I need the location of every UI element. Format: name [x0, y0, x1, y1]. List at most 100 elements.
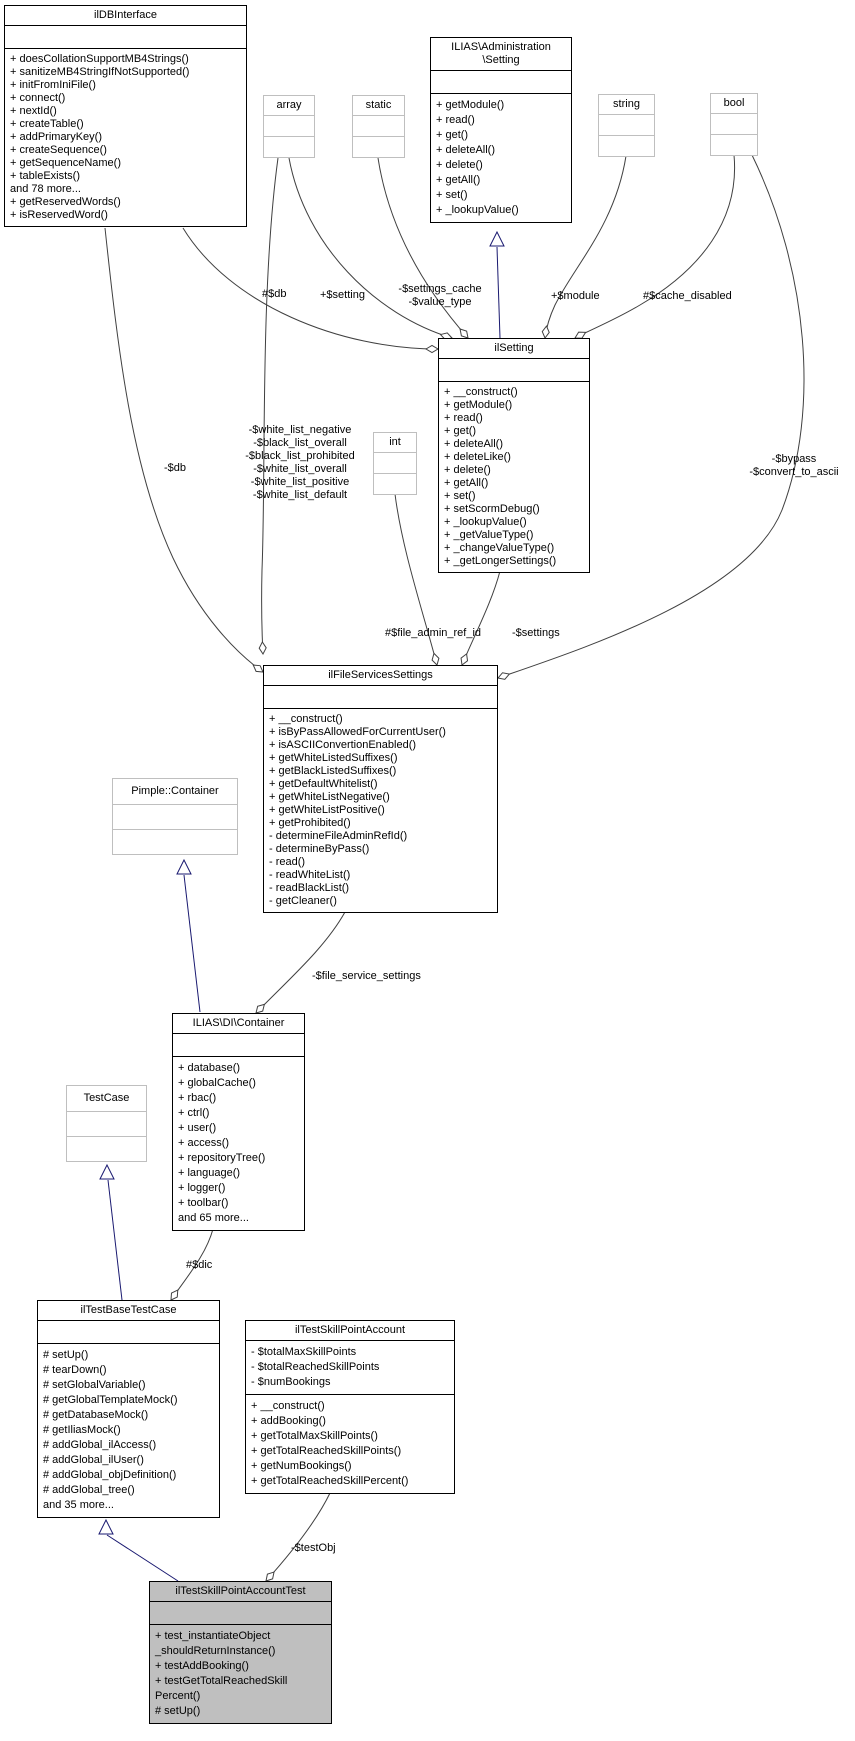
- class-title: Pimple::Container: [113, 779, 237, 805]
- attributes-compartment: [113, 805, 237, 830]
- member-line: + read(): [436, 114, 475, 126]
- member-line: + createSequence(): [10, 144, 107, 156]
- member-line: + ctrl(): [178, 1107, 210, 1119]
- member-line: - $totalReachedSkillPoints: [251, 1361, 380, 1373]
- member-line: and 78 more...: [10, 183, 81, 195]
- member-line: # addGlobal_ilUser(): [43, 1454, 144, 1466]
- attributes-compartment: - $totalMaxSkillPoints - $totalReachedSki…: [246, 1341, 454, 1395]
- edge-label-bypass: -$bypass -$convert_to_ascii: [736, 453, 852, 479]
- class-static: static: [352, 95, 405, 158]
- edge-label-line: -$white_list_positive: [250, 476, 350, 488]
- edge-label-settings: -$settings: [512, 627, 560, 639]
- member-line: - readWhiteList(): [269, 869, 351, 881]
- class-title: bool: [711, 94, 757, 114]
- member-line: - determineFileAdminRefId(): [269, 830, 408, 842]
- methods-compartment: + __construct()+ addBooking()+ getTotalM…: [246, 1395, 454, 1493]
- inherit-arrow-pimple: [176, 858, 192, 875]
- member-line: + addPrimaryKey(): [10, 131, 103, 143]
- edge-settings-cache: [377, 157, 469, 339]
- member-line: + getTotalReachedSkillPercent(): [251, 1475, 409, 1487]
- class-title-line2: \Setting: [482, 54, 520, 66]
- member-line: + getWhiteListedSuffixes(): [269, 752, 398, 764]
- member-line: + delete(): [436, 159, 483, 171]
- member-line: # setUp(): [43, 1349, 89, 1361]
- class-title: ilTestSkillPointAccount: [246, 1321, 454, 1341]
- member-line: + getAll(): [444, 477, 489, 489]
- member-line: + _getValueType(): [444, 529, 534, 541]
- class-il-db-interface: ilDBInterface + doesCollationSupportMB4S…: [4, 5, 247, 227]
- edge-label-line: -$value_type: [408, 296, 472, 308]
- edge-db-protected: [182, 227, 439, 354]
- member-line: # getGlobalTemplateMock(): [43, 1394, 178, 1406]
- methods-compartment: + doesCollationSupportMB4Strings()+ sani…: [5, 49, 246, 226]
- class-title: TestCase: [67, 1086, 146, 1112]
- member-line: - readBlackList(): [269, 882, 350, 894]
- member-line: - determineByPass(): [269, 843, 370, 855]
- attributes-compartment: [173, 1034, 304, 1057]
- edge-label-line: -$white_list_negative: [248, 424, 352, 436]
- edge-white-list: [258, 157, 279, 655]
- inherit-arrow-testcase: [99, 1163, 115, 1180]
- attributes-compartment: [38, 1321, 219, 1344]
- methods-compartment: + __construct()+ getModule()+ read()+ ge…: [439, 382, 589, 572]
- edge-file-admin-ref-id: [394, 493, 440, 666]
- class-int: int: [373, 432, 417, 495]
- member-line: - getCleaner(): [269, 895, 337, 907]
- edge-label-cache-disabled: #$cache_disabled: [643, 290, 732, 302]
- member-line: + _lookupValue(): [436, 204, 519, 216]
- member-line: - $totalMaxSkillPoints: [251, 1346, 357, 1358]
- inherit-arrow-iltestbasetestcase: [98, 1518, 114, 1535]
- member-line: + getWhiteListPositive(): [269, 804, 385, 816]
- edge-label-file-service-settings: -$file_service_settings: [312, 970, 421, 982]
- member-line: + getModule(): [444, 399, 513, 411]
- member-line: + toolbar(): [178, 1197, 229, 1209]
- edge-label-setting: +$setting: [320, 289, 365, 301]
- edge-inherit-accounttest: [106, 1534, 179, 1582]
- attributes-compartment: [431, 71, 571, 94]
- member-line: + getModule(): [436, 99, 505, 111]
- methods-compartment: # setUp()# tearDown()# setGlobalVariable…: [38, 1344, 219, 1517]
- member-line: - $numBookings: [251, 1376, 331, 1388]
- member-line: _shouldReturnInstance(): [155, 1645, 276, 1657]
- edge-label-db-protected: #$db: [262, 288, 287, 300]
- edge-label-line: -$black_list_overall: [253, 437, 347, 449]
- member-line: + deleteAll(): [436, 144, 496, 156]
- member-line: + connect(): [10, 92, 66, 104]
- class-ilias-administration-setting: ILIAS\Administration \Setting + getModul…: [430, 37, 572, 223]
- member-line: # addGlobal_objDefinition(): [43, 1469, 177, 1481]
- methods-compartment: + __construct()+ isByPassAllowedForCurre…: [264, 709, 497, 912]
- member-line: + addBooking(): [251, 1415, 326, 1427]
- class-pimple-container: Pimple::Container: [112, 778, 238, 855]
- member-line: + user(): [178, 1122, 217, 1134]
- attributes-compartment: [5, 26, 246, 49]
- class-title: ilFileServicesSettings: [264, 666, 497, 686]
- methods-compartment: [374, 474, 416, 494]
- member-line: + language(): [178, 1167, 241, 1179]
- edge-label-testobj: -$testObj: [291, 1542, 336, 1554]
- member-line: + testAddBooking(): [155, 1660, 249, 1672]
- member-line: # addGlobal_tree(): [43, 1484, 135, 1496]
- member-line: + getAll(): [436, 174, 481, 186]
- member-line: + __construct(): [444, 386, 518, 398]
- member-line: + createTable(): [10, 118, 84, 130]
- member-line: + initFromIniFile(): [10, 79, 96, 91]
- edge-label-module: +$module: [551, 290, 600, 302]
- member-line: + access(): [178, 1137, 230, 1149]
- class-il-setting: ilSetting + __construct()+ getModule()+ …: [438, 338, 590, 573]
- member-line: + nextId(): [10, 105, 57, 117]
- member-line: # getIliasMock(): [43, 1424, 121, 1436]
- member-line: # setUp(): [155, 1705, 201, 1717]
- edge-label-line: -$convert_to_ascii: [749, 466, 839, 478]
- edge-label-line: -$white_list_default: [252, 489, 348, 501]
- member-line: - read(): [269, 856, 306, 868]
- methods-compartment: [599, 136, 654, 156]
- member-line: + set(): [444, 490, 476, 502]
- class-title: ilDBInterface: [5, 6, 246, 26]
- member-line: + test_instantiateObject: [155, 1630, 271, 1642]
- member-line: + logger(): [178, 1182, 226, 1194]
- class-il-file-services-settings: ilFileServicesSettings + __construct()+ …: [263, 665, 498, 913]
- member-line: + sanitizeMB4StringIfNotSupported(): [10, 66, 190, 78]
- member-line: + getDefaultWhitelist(): [269, 778, 378, 790]
- member-line: + get(): [436, 129, 469, 141]
